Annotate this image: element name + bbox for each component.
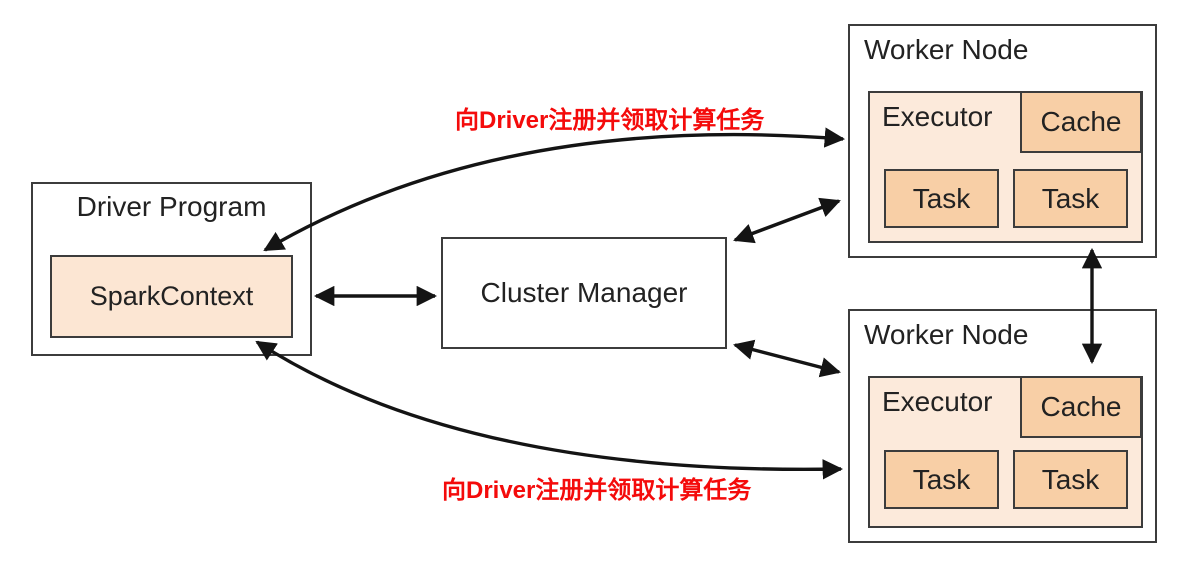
cache-box-bottom: Cache	[1020, 376, 1142, 438]
task-box-bottom-2: Task	[1013, 450, 1128, 509]
arrow-curve-sparkcontext-workertop	[263, 127, 846, 252]
cluster-manager-node: Cluster Manager	[441, 237, 727, 349]
cache-top-label: Cache	[1040, 106, 1122, 137]
driver-program-node: Driver Program SparkContext	[31, 182, 312, 356]
cache-bottom-label: Cache	[1040, 391, 1122, 422]
task-box-bottom-1: Task	[884, 450, 999, 509]
task-top-2-label: Task	[1041, 182, 1100, 214]
worker-node-bottom-title: Worker Node	[864, 319, 1029, 350]
task-bottom-2-label: Task	[1041, 463, 1100, 495]
task-top-1-label: Task	[912, 182, 971, 214]
driver-program-title: Driver Program	[76, 191, 267, 222]
annotation-register-bottom: 向Driver注册并领取计算任务	[442, 477, 752, 504]
task-box-top-1: Task	[884, 169, 999, 228]
task-bottom-1-label: Task	[912, 463, 971, 495]
executor-top-label: Executor	[882, 101, 993, 132]
cache-box-top: Cache	[1020, 91, 1142, 153]
cluster-manager-label: Cluster Manager	[480, 277, 688, 308]
task-box-top-2: Task	[1013, 169, 1128, 228]
worker-node-top-title: Worker Node	[864, 34, 1029, 65]
executor-box-top: Executor Cache Task Task	[868, 91, 1143, 243]
annotation-register-top: 向Driver注册并领取计算任务	[455, 107, 765, 134]
spark-context-node: SparkContext	[50, 255, 293, 338]
arrow-curve-sparkcontext-workerbottom	[255, 340, 844, 480]
worker-node-top: Worker Node Executor Cache Task Task	[848, 24, 1157, 258]
executor-box-bottom: Executor Cache Task Task	[868, 376, 1143, 528]
arrow-clustermanager-workertop	[733, 197, 841, 244]
spark-context-label: SparkContext	[89, 281, 254, 311]
worker-node-bottom: Worker Node Executor Cache Task Task	[848, 309, 1157, 543]
arrow-clustermanager-workerbottom	[733, 339, 841, 378]
executor-bottom-label: Executor	[882, 386, 993, 417]
